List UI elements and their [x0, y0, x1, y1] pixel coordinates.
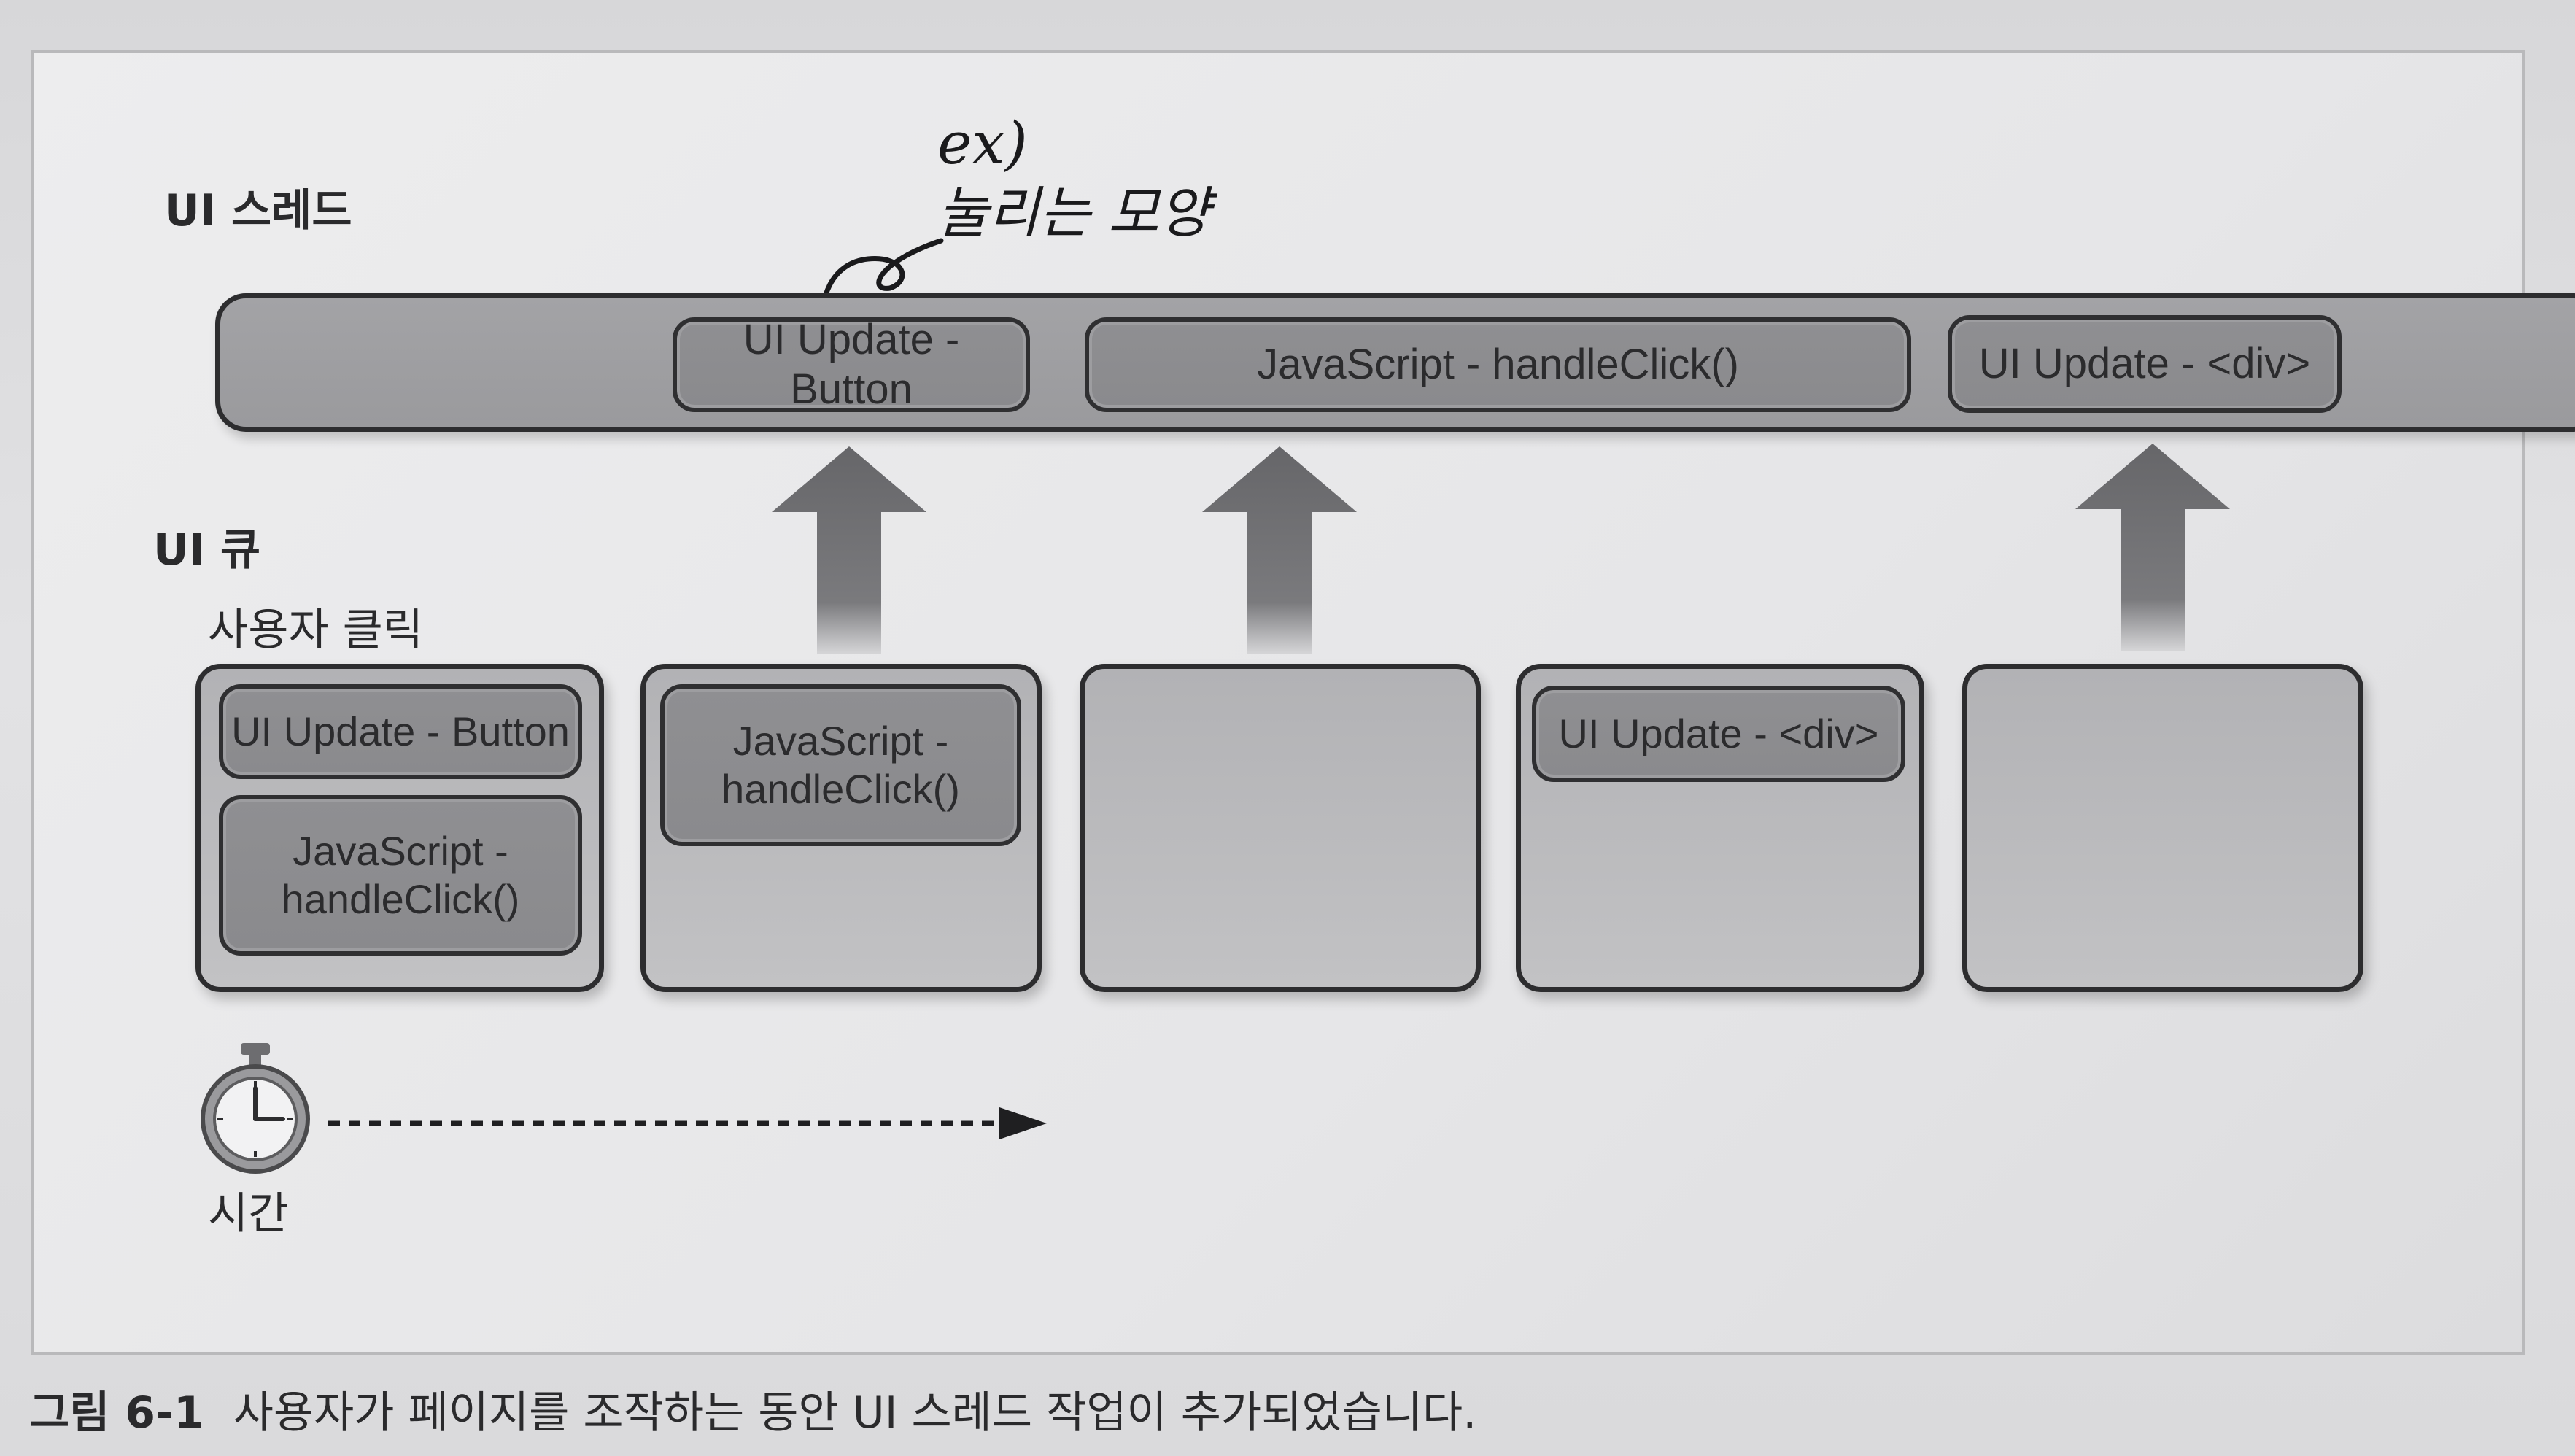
queue-slot-5	[1962, 664, 2363, 992]
up-arrow-3	[2075, 444, 2230, 651]
queue-slot-1-task-ui-update-button: UI Update - Button	[219, 684, 582, 779]
thread-task-javascript-handleclick: JavaScript - handleClick()	[1085, 317, 1911, 412]
queue-slot-2-task-javascript-handleclick: JavaScript - handleClick()	[660, 684, 1021, 846]
up-arrow-2	[1202, 446, 1357, 654]
handwritten-annotation-ex: ex)	[937, 109, 1028, 177]
ui-thread-label: UI 스레드	[164, 185, 352, 236]
ui-queue-label: UI 큐	[153, 524, 261, 576]
handwritten-pointer-curve	[820, 238, 944, 338]
figure-caption: 그림 6-1 사용자가 페이지를 조작하는 동안 UI 스레드 작업이 추가되었습…	[29, 1377, 1476, 1441]
stopwatch-icon	[201, 1043, 310, 1174]
queue-slot-4-task-ui-update-div: UI Update - <div>	[1532, 686, 1905, 782]
up-arrow-1	[772, 446, 926, 654]
figure-caption-text: 사용자가 페이지를 조작하는 동안 UI 스레드 작업이 추가되었습니다.	[233, 1387, 1477, 1438]
queue-slot-1-task-javascript-handleclick: JavaScript - handleClick()	[219, 795, 582, 956]
user-click-label: 사용자 클릭	[208, 605, 424, 656]
figure-number: 그림 6-1	[29, 1387, 204, 1438]
thread-task-ui-update-div: UI Update - <div>	[1948, 315, 2342, 413]
thread-task-ui-update-button: UI Update - Button	[673, 316, 1030, 413]
handwritten-annotation-text: 눌리는 모양	[937, 180, 1210, 245]
queue-slot-3	[1080, 664, 1481, 992]
time-arrow	[328, 1107, 1047, 1139]
time-label: 시간	[208, 1188, 289, 1239]
